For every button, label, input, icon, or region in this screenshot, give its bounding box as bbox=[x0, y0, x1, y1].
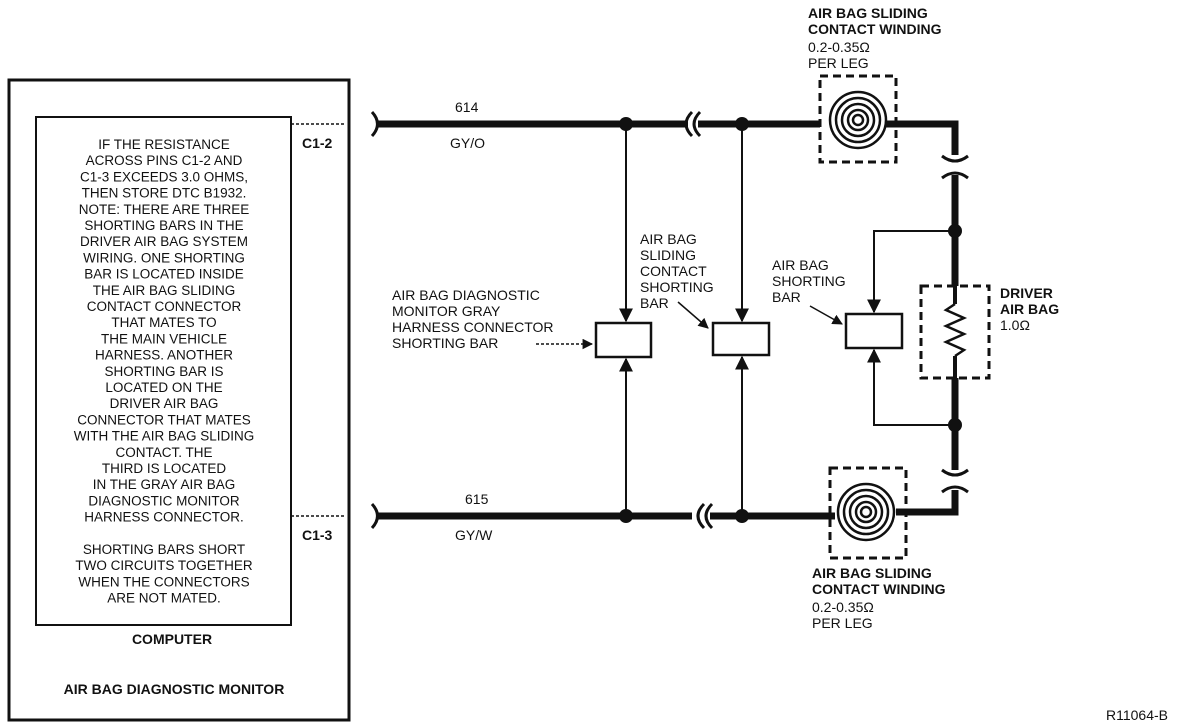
computer-inner-box bbox=[35, 116, 292, 626]
note-text-line: WIRING. ONE SHORTING bbox=[83, 250, 245, 265]
winding-top-coil bbox=[828, 90, 888, 150]
sliding-contact-bar-box bbox=[711, 321, 771, 357]
lbl-monitor-bar-line: HARNESS CONNECTOR bbox=[392, 319, 554, 335]
note-text-line: WHEN THE CONNECTORS bbox=[78, 574, 249, 589]
wire-615-number: 615 bbox=[465, 491, 489, 507]
lbl-winding-bottom-spec-line: PER LEG bbox=[812, 615, 873, 631]
connector-right-top-1 bbox=[941, 154, 969, 163]
note-text-line: TWO CIRCUITS TOGETHER bbox=[75, 558, 253, 573]
note-text-line: DRIVER AIR BAG bbox=[110, 396, 219, 411]
air-bag-feed-bottom bbox=[896, 490, 959, 516]
connector-right-bottom-2 bbox=[941, 485, 969, 494]
lbl-airbag-bar-line: SHORTING bbox=[772, 273, 846, 289]
note-text-line: BAR IS LOCATED INSIDE bbox=[84, 267, 244, 282]
lbl-sliding-bar-line: BAR bbox=[640, 295, 669, 311]
note-text-line: IN THE GRAY AIR BAG bbox=[93, 477, 236, 492]
monitor-title: AIR BAG DIAGNOSTIC MONITOR bbox=[64, 681, 285, 697]
air-bag-bar-pointer bbox=[809, 305, 843, 325]
lbl-winding-bottom-line: CONTACT WINDING bbox=[812, 581, 946, 597]
wire-614-color: GY/O bbox=[450, 135, 485, 151]
computer-label: COMPUTER bbox=[132, 631, 212, 647]
lbl-winding-top-line: AIR BAG SLIDING bbox=[808, 5, 928, 21]
wire-614-number: 614 bbox=[455, 99, 479, 115]
lbl-winding-top-line: CONTACT WINDING bbox=[808, 21, 942, 37]
note-text-line: THEN STORE DTC B1932. bbox=[82, 186, 247, 201]
lbl-sliding-bar-line: AIR BAG bbox=[640, 231, 697, 247]
lbl-sliding-bar-line: SHORTING bbox=[640, 279, 714, 295]
air-bag-bar-lead-top bbox=[867, 230, 955, 314]
note-text-line: WITH THE AIR BAG SLIDING bbox=[74, 429, 255, 444]
note-text-line: HARNESS. ANOTHER bbox=[95, 348, 233, 363]
lbl-monitor-bar-line: MONITOR GRAY bbox=[392, 303, 501, 319]
lbl-sliding-bar-line: CONTACT bbox=[640, 263, 707, 279]
lbl-sliding-bar-line: SLIDING bbox=[640, 247, 696, 263]
lbl-monitor-bar-line: AIR BAG DIAGNOSTIC bbox=[392, 287, 540, 303]
wire-614: 614 GY/O bbox=[370, 99, 820, 151]
wire-615: 615 GY/W bbox=[370, 491, 835, 543]
air-bag-bar-lead-bottom bbox=[867, 348, 955, 426]
lbl-monitor-bar-line: SHORTING BAR bbox=[392, 335, 498, 351]
note-text-line: THE MAIN VEHICLE bbox=[101, 331, 227, 346]
driver-air-bag-spec: 1.0Ω bbox=[1000, 317, 1030, 333]
note-text-line: ACROSS PINS C1-2 AND bbox=[86, 153, 243, 168]
lbl-airbag-bar-line: AIR BAG bbox=[772, 257, 829, 273]
note-text-line: THIRD IS LOCATED bbox=[102, 461, 227, 476]
lbl-winding-bottom-spec-line: 0.2-0.35Ω bbox=[812, 599, 874, 615]
note-text-line: C1-3 EXCEEDS 3.0 OHMS, bbox=[80, 169, 248, 184]
connector-inline-bottom bbox=[696, 502, 714, 530]
note-text-line: CONNECTOR THAT MATES bbox=[77, 412, 251, 427]
note-text-line: IF THE RESISTANCE bbox=[98, 137, 230, 152]
note-text-line: HARNESS CONNECTOR. bbox=[84, 510, 244, 525]
lbl-driver-bag-line: AIR BAG bbox=[1000, 301, 1059, 317]
monitor-outer-box bbox=[7, 78, 351, 722]
note-text-line: LOCATED ON THE bbox=[105, 380, 222, 395]
lbl-airbag-bar-line: BAR bbox=[772, 289, 801, 305]
note-text-line: SHORTING BARS IN THE bbox=[84, 218, 243, 233]
connector-right-top-2 bbox=[941, 171, 969, 180]
wire-615-color: GY/W bbox=[455, 527, 493, 543]
note-text-line: THE AIR BAG SLIDING bbox=[93, 283, 236, 298]
lbl-driver-bag-line: DRIVER bbox=[1000, 285, 1053, 301]
connector-right-bottom-1 bbox=[941, 468, 969, 477]
note-text-line: THAT MATES TO bbox=[111, 315, 216, 330]
note-text-line: SHORTING BAR IS bbox=[104, 364, 223, 379]
air-bag-shorting-bar-box bbox=[844, 312, 904, 350]
lbl-winding-bottom-line: AIR BAG SLIDING bbox=[812, 565, 932, 581]
monitor-shorting-bar-box bbox=[594, 321, 653, 359]
note-text-line: NOTE: THERE ARE THREE bbox=[79, 202, 250, 217]
sliding-bar-pointer bbox=[677, 301, 709, 329]
winding-top-box bbox=[818, 74, 898, 164]
note-text-line: CONTACT CONNECTOR bbox=[87, 299, 242, 314]
air-bag-feed-top bbox=[886, 120, 959, 155]
note-text-line: DRIVER AIR BAG SYSTEM bbox=[80, 234, 248, 249]
pin-c1-3-label: C1-3 bbox=[302, 527, 333, 543]
note-text-line: CONTACT. THE bbox=[115, 445, 212, 460]
note-text-line: SHORTING BARS SHORT bbox=[83, 542, 245, 557]
note-text-line: ARE NOT MATED. bbox=[107, 591, 221, 606]
air-bag-resistor bbox=[942, 302, 968, 358]
figure-id: R11064-B bbox=[1106, 707, 1168, 723]
winding-bottom-coil bbox=[836, 482, 896, 542]
connector-inline-top bbox=[684, 110, 702, 138]
lbl-winding-top-spec-line: 0.2-0.35Ω bbox=[808, 39, 870, 55]
pin-c1-2-label: C1-2 bbox=[302, 135, 333, 151]
lbl-winding-top-spec-line: PER LEG bbox=[808, 55, 869, 71]
note-text-line: DIAGNOSTIC MONITOR bbox=[88, 493, 240, 508]
